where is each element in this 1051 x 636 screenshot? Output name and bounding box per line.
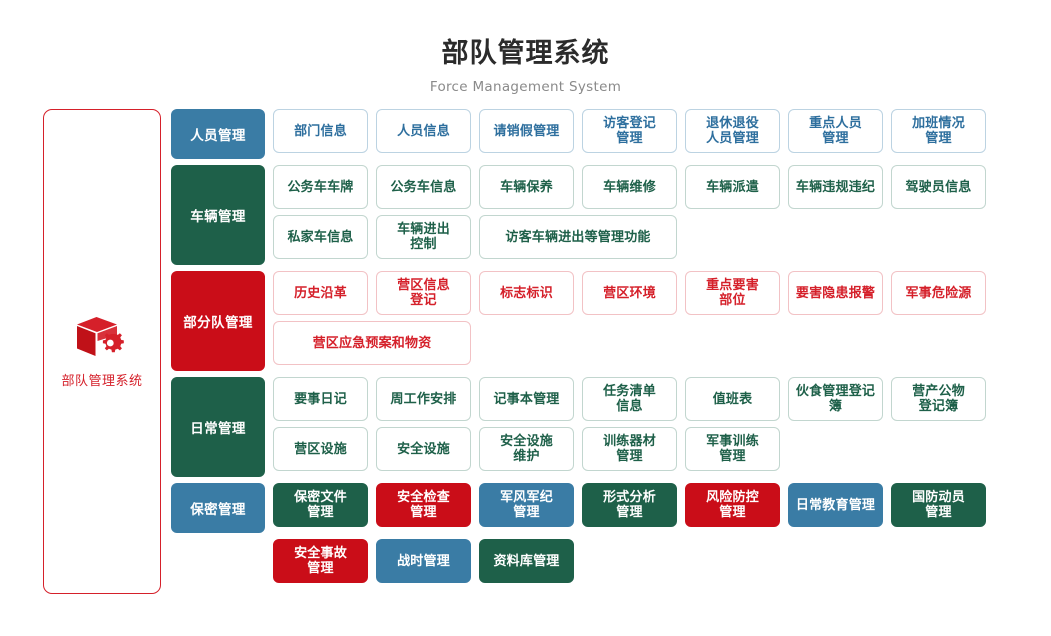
module-tile[interactable]: 战时管理 (376, 539, 471, 584)
group-item-list: 历史沿革营区信息登记标志标识营区环境重点要害部位要害隐患报警军事危险源营区应急预… (273, 271, 1051, 371)
module-tile[interactable]: 资料库管理 (479, 539, 574, 584)
module-tile[interactable]: 公务车车牌 (273, 165, 368, 210)
module-tile[interactable]: 形式分析管理 (582, 483, 677, 528)
module-tile[interactable]: 营区设施 (273, 427, 368, 472)
main-content: 部队管理系统 人员管理部门信息人员信息请销假管理访客登记管理退休退役人员管理重点… (0, 95, 1051, 595)
module-group: 部分队管理历史沿革营区信息登记标志标识营区环境重点要害部位要害隐患报警军事危险源… (171, 271, 1051, 372)
group-label[interactable]: 人员管理 (171, 109, 265, 160)
module-tile[interactable]: 风险防控管理 (685, 483, 780, 528)
module-tile[interactable]: 要事日记 (273, 377, 368, 422)
module-tile[interactable]: 记事本管理 (479, 377, 574, 422)
module-tile[interactable]: 人员信息 (376, 109, 471, 154)
module-tile[interactable]: 训练器材管理 (582, 427, 677, 472)
box-gear-icon (77, 316, 124, 356)
page-title: 部队管理系统 (441, 38, 610, 69)
module-tile[interactable]: 加班情况管理 (891, 109, 986, 154)
group-label[interactable]: 保密管理 (171, 483, 265, 534)
module-tile[interactable]: 安全设施维护 (479, 427, 574, 472)
module-tile[interactable]: 营区环境 (582, 271, 677, 316)
group-item-list: 要事日记周工作安排记事本管理任务清单信息值班表伙食管理登记簿营产公物登记簿营区设… (273, 377, 1051, 477)
module-tile[interactable]: 部门信息 (273, 109, 368, 154)
group-label[interactable]: 日常管理 (171, 377, 265, 478)
module-tile[interactable]: 车辆违规违纪 (788, 165, 883, 210)
module-tile[interactable]: 军风军纪管理 (479, 483, 574, 528)
module-group: 人员管理部门信息人员信息请销假管理访客登记管理退休退役人员管理重点人员管理加班情… (171, 109, 1051, 160)
module-tile[interactable]: 公务车信息 (376, 165, 471, 210)
module-tile[interactable]: 任务清单信息 (582, 377, 677, 422)
page-subtitle: Force Management System (429, 79, 622, 96)
group-item-list: 部门信息人员信息请销假管理访客登记管理退休退役人员管理重点人员管理加班情况管理 (273, 109, 1051, 159)
module-tile[interactable]: 值班表 (685, 377, 780, 422)
module-tile[interactable]: 军事危险源 (891, 271, 986, 316)
module-group: 保密管理保密文件管理安全检查管理军风军纪管理形式分析管理风险防控管理日常教育管理… (171, 483, 1051, 534)
module-tile[interactable]: 营产公物登记簿 (891, 377, 986, 422)
module-tile[interactable]: 标志标识 (479, 271, 574, 316)
module-tile[interactable]: 车辆进出控制 (376, 215, 471, 260)
module-tile[interactable]: 历史沿革 (273, 271, 368, 316)
sidebar-label: 部队管理系统 (61, 373, 143, 389)
module-tile[interactable]: 安全事故管理 (273, 539, 368, 584)
module-tile[interactable]: 国防动员管理 (891, 483, 986, 528)
page-header: 部队管理系统 Force Management System (0, 0, 1051, 95)
module-tile[interactable]: 营区应急预案和物资 (273, 321, 471, 366)
module-tile[interactable]: 访客车辆进出等管理功能 (479, 215, 677, 260)
group-item-list: 保密文件管理安全检查管理军风军纪管理形式分析管理风险防控管理日常教育管理国防动员… (273, 483, 1051, 533)
module-groups: 人员管理部门信息人员信息请销假管理访客登记管理退休退役人员管理重点人员管理加班情… (171, 109, 1051, 595)
group-label[interactable]: 部分队管理 (171, 271, 265, 372)
module-tile[interactable]: 重点要害部位 (685, 271, 780, 316)
module-tile[interactable]: 伙食管理登记簿 (788, 377, 883, 422)
module-tile[interactable]: 安全检查管理 (376, 483, 471, 528)
module-tile[interactable]: 要害隐患报警 (788, 271, 883, 316)
module-tile[interactable]: 退休退役人员管理 (685, 109, 780, 154)
module-tile[interactable]: 重点人员管理 (788, 109, 883, 154)
sidebar[interactable]: 部队管理系统 (43, 109, 161, 595)
module-tile[interactable]: 日常教育管理 (788, 483, 883, 528)
module-tile[interactable]: 私家车信息 (273, 215, 368, 260)
group-item-list: 公务车车牌公务车信息车辆保养车辆维修车辆派遣车辆违规违纪驾驶员信息私家车信息车辆… (273, 165, 1051, 265)
module-tile[interactable]: 营区信息登记 (376, 271, 471, 316)
module-tile[interactable]: 请销假管理 (479, 109, 574, 154)
module-tile[interactable]: 驾驶员信息 (891, 165, 986, 210)
module-tile[interactable]: 军事训练管理 (685, 427, 780, 472)
module-tile[interactable]: 车辆维修 (582, 165, 677, 210)
module-tile[interactable]: 车辆派遣 (685, 165, 780, 210)
module-tile[interactable]: 周工作安排 (376, 377, 471, 422)
group-item-list: 安全事故管理战时管理资料库管理 (273, 539, 1051, 589)
module-tile[interactable]: 访客登记管理 (582, 109, 677, 154)
module-group: 车辆管理公务车车牌公务车信息车辆保养车辆维修车辆派遣车辆违规违纪驾驶员信息私家车… (171, 165, 1051, 266)
module-tile[interactable]: 安全设施 (376, 427, 471, 472)
module-tile[interactable]: 车辆保养 (479, 165, 574, 210)
module-group: 安全事故管理战时管理资料库管理 (171, 539, 1051, 589)
group-label[interactable]: 车辆管理 (171, 165, 265, 266)
module-group: 日常管理要事日记周工作安排记事本管理任务清单信息值班表伙食管理登记簿营产公物登记… (171, 377, 1051, 478)
module-tile[interactable]: 保密文件管理 (273, 483, 368, 528)
